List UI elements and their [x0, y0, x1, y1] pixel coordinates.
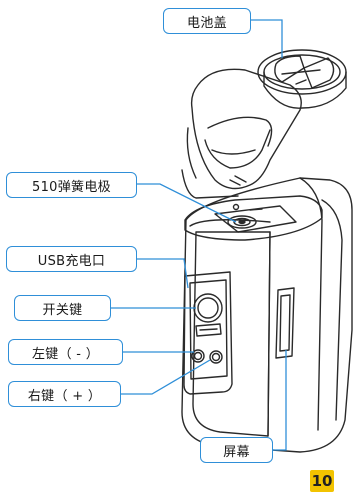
callout-battery-cover: 电池盖: [163, 8, 251, 34]
screen-window: [275, 287, 295, 359]
callout-left-key: 左键（ - ）: [8, 339, 123, 365]
battery-cap: [257, 49, 347, 109]
leader-right-key: [120, 359, 211, 395]
device-body: [181, 177, 353, 453]
callout-power-key: 开关键: [14, 295, 111, 321]
drip-arm: [181, 68, 302, 199]
leader-battery-cover: [250, 19, 283, 58]
callout-right-key: 右键（ + ）: [8, 381, 121, 407]
leader-spring-510: [136, 183, 237, 223]
control-panel: [183, 271, 233, 395]
callout-screen: 屏幕: [200, 437, 273, 463]
callout-spring-510: 510弹簧电极: [6, 172, 137, 198]
top-deck: [184, 195, 323, 241]
callout-usb-port: USB充电口: [6, 246, 137, 272]
leader-usb-port: [136, 258, 189, 289]
page-number-badge: 10: [310, 470, 334, 492]
